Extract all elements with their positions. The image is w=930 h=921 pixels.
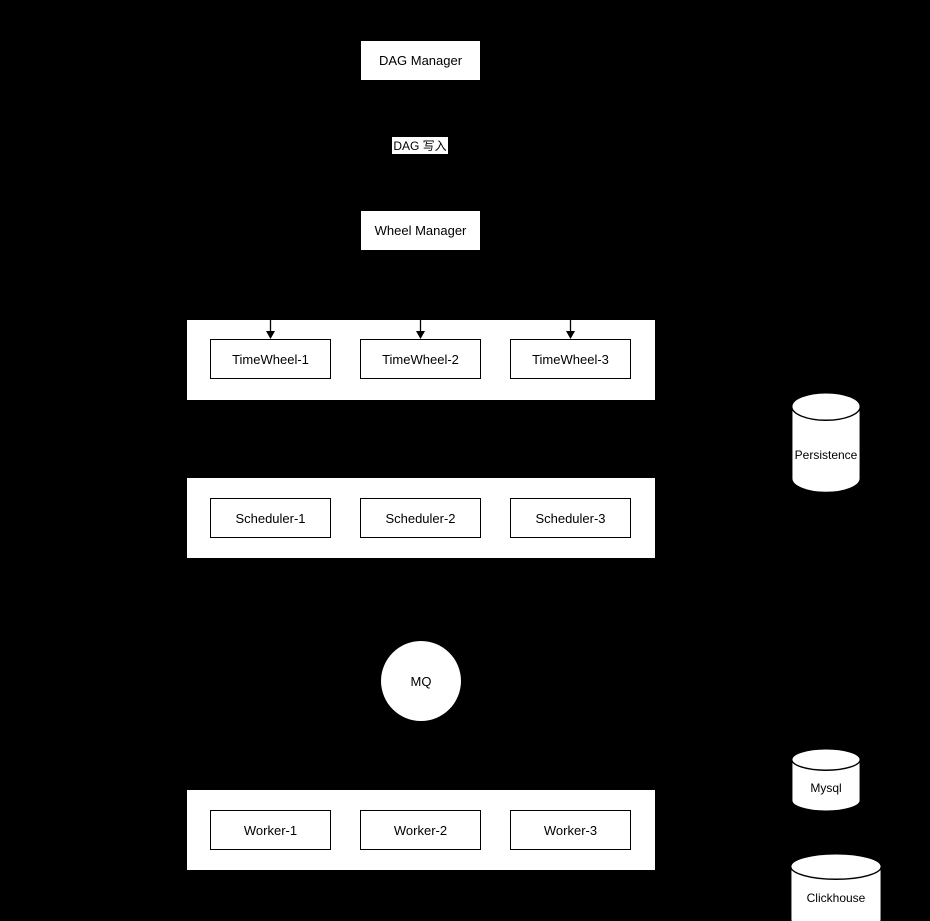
timewheel-3-label: TimeWheel-3	[532, 351, 609, 367]
mysql-label: Mysql	[810, 781, 842, 795]
mysql-datastore: Mysql	[791, 748, 861, 812]
timewheel-3-node: TimeWheel-3	[510, 339, 631, 379]
timewheel-2-node: TimeWheel-2	[360, 339, 481, 379]
database-cylinder-icon	[791, 392, 861, 494]
timewheel-1-label: TimeWheel-1	[232, 351, 309, 367]
worker-2-node: Worker-2	[360, 810, 481, 850]
scheduler-2-label: Scheduler-2	[385, 510, 456, 526]
dag-write-edge-label: DAG 写入	[392, 137, 448, 154]
mq-node: MQ	[381, 641, 461, 721]
scheduler-container: Scheduler-1 Scheduler-2 Scheduler-3	[187, 478, 655, 558]
wheel-manager-label: Wheel Manager	[374, 223, 467, 238]
scheduler-3-label: Scheduler-3	[535, 510, 606, 526]
mq-label: MQ	[410, 673, 432, 689]
scheduler-2-node: Scheduler-2	[360, 498, 481, 538]
down-arrow-icon	[266, 320, 275, 339]
worker-container: Worker-1 Worker-2 Worker-3	[187, 790, 655, 870]
scheduler-1-node: Scheduler-1	[210, 498, 331, 538]
worker-2-label: Worker-2	[393, 822, 448, 838]
persistence-label: Persistence	[794, 448, 858, 462]
timewheel-2-label: TimeWheel-2	[382, 351, 459, 367]
clickhouse-label: Clickhouse	[806, 891, 866, 905]
timewheel-container: TimeWheel-1 TimeWheel-2 TimeWheel-3	[187, 320, 655, 400]
database-cylinder-icon	[790, 853, 882, 921]
dag-manager-node: DAG Manager	[361, 41, 480, 80]
worker-1-label: Worker-1	[243, 822, 298, 838]
down-arrow-icon	[566, 320, 575, 339]
worker-3-node: Worker-3	[510, 810, 631, 850]
wheel-manager-node: Wheel Manager	[361, 211, 480, 250]
database-cylinder-icon	[791, 748, 861, 812]
down-arrow-icon	[416, 320, 425, 339]
scheduler-3-node: Scheduler-3	[510, 498, 631, 538]
wheel-to-timewheel-connectors	[266, 320, 575, 339]
scheduler-1-label: Scheduler-1	[235, 510, 306, 526]
dag-manager-label: DAG Manager	[378, 53, 463, 68]
timewheel-1-node: TimeWheel-1	[210, 339, 331, 379]
dag-write-edge-label-text: DAG 写入	[393, 139, 447, 153]
worker-3-label: Worker-3	[543, 822, 598, 838]
worker-1-node: Worker-1	[210, 810, 331, 850]
clickhouse-datastore: Clickhouse	[790, 853, 882, 921]
persistence-datastore: Persistence	[791, 392, 861, 494]
